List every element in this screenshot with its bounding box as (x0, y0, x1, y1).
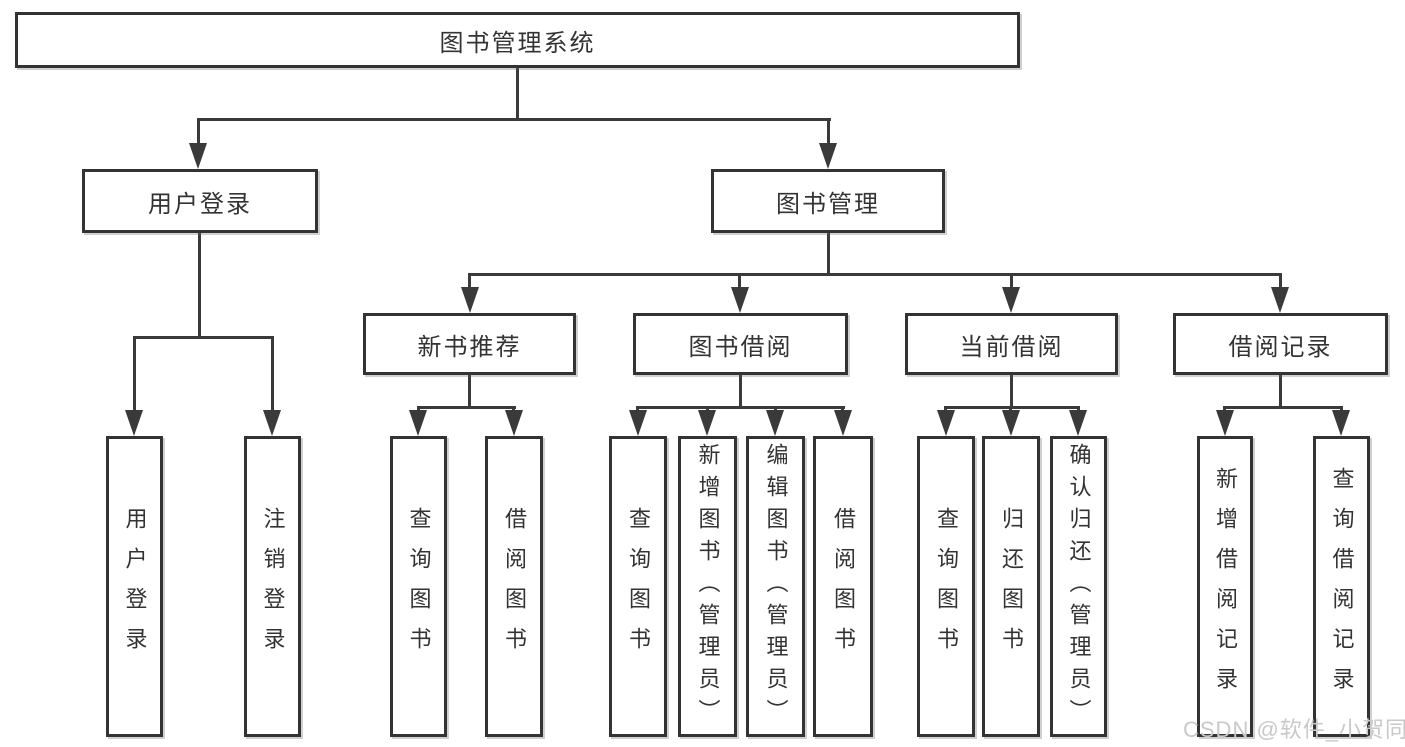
arrow-down-icon (125, 410, 143, 436)
connector-borrowing-stem (739, 375, 742, 409)
leaf-borrow-books-recommend: 借阅图书 (485, 436, 543, 737)
leaf-query-books-borrowing: 查询图书 (609, 436, 667, 737)
connector-current-stem (1010, 375, 1013, 409)
leaf-query-books-borrowing-label: 查询图书 (626, 506, 651, 667)
leaf-edit-book-admin-label: 编辑图书（管理员） (763, 442, 789, 731)
connector-user-login-stem (198, 233, 201, 339)
leaf-logout: 注销登录 (244, 436, 301, 737)
node-borrowing-records: 借阅记录 (1173, 313, 1388, 375)
arrow-down-icon (1069, 410, 1087, 436)
connector-drop-leaf (271, 336, 274, 414)
connector-recommend-stem (468, 375, 471, 409)
node-user-login-label: 用户登录 (148, 190, 252, 218)
node-current-borrowing: 当前借阅 (905, 313, 1118, 375)
connector-recommend-hline (417, 406, 516, 409)
leaf-add-book-admin: 新增图书（管理员） (678, 436, 737, 737)
leaf-edit-book-admin: 编辑图书（管理员） (746, 436, 805, 737)
arrow-down-icon (461, 287, 479, 313)
leaf-query-books-current: 查询图书 (917, 436, 975, 737)
connector-user-login-hline (133, 336, 274, 339)
leaf-query-books-recommend-label: 查询图书 (406, 506, 432, 667)
connector-drop-leaf (133, 336, 136, 414)
node-book-management: 图书管理 (711, 169, 945, 233)
arrow-down-icon (409, 410, 427, 436)
leaf-query-books-current-label: 查询图书 (934, 506, 959, 667)
arrow-down-icon (819, 143, 837, 169)
leaf-query-books-recommend: 查询图书 (390, 436, 447, 737)
leaf-query-borrow-record: 查询借阅记录 (1313, 436, 1370, 737)
leaf-add-borrow-record-label: 新增借阅记录 (1213, 466, 1238, 707)
arrow-down-icon (1332, 410, 1350, 436)
leaf-return-book: 归还图书 (982, 436, 1040, 737)
connector-records-stem (1279, 375, 1282, 409)
leaf-add-book-admin-label: 新增图书（管理员） (695, 442, 721, 731)
arrow-down-icon (834, 410, 852, 436)
arrow-down-icon (1002, 410, 1020, 436)
arrow-down-icon (189, 143, 207, 169)
connector-drop-level2 (1010, 273, 1013, 291)
connector-records-hline (1223, 406, 1343, 409)
leaf-user-login: 用户登录 (106, 436, 163, 737)
leaf-add-borrow-record: 新增借阅记录 (1197, 436, 1253, 737)
leaf-confirm-return-admin-label: 确认归还（管理员） (1066, 442, 1092, 731)
node-new-book-recommend: 新书推荐 (363, 313, 576, 375)
connector-book-management-stem (827, 233, 830, 276)
leaf-borrow-books-borrowing: 借阅图书 (813, 436, 873, 737)
connector-drop-book-management (827, 118, 830, 150)
arrow-down-icon (1002, 287, 1020, 313)
node-borrowing-records-label: 借阅记录 (1228, 333, 1333, 361)
node-new-book-recommend-label: 新书推荐 (417, 333, 522, 361)
leaf-borrow-books-borrowing-label: 借阅图书 (831, 506, 856, 667)
leaf-logout-label: 注销登录 (260, 506, 286, 667)
arrow-down-icon (766, 410, 784, 436)
connector-drop-level2 (1279, 273, 1282, 291)
arrow-down-icon (937, 410, 955, 436)
node-user-login: 用户登录 (82, 169, 318, 233)
arrow-down-icon (505, 410, 523, 436)
arrow-down-icon (698, 410, 716, 436)
leaf-confirm-return-admin: 确认归还（管理员） (1050, 436, 1107, 737)
node-book-borrowing: 图书借阅 (633, 313, 848, 375)
arrow-down-icon (1271, 287, 1289, 313)
arrow-down-icon (263, 410, 281, 436)
node-current-borrowing-label: 当前借阅 (959, 333, 1064, 361)
node-root-label: 图书管理系统 (439, 29, 596, 57)
leaf-query-borrow-record-label: 查询借阅记录 (1329, 466, 1355, 707)
connector-level1-hline (197, 118, 831, 121)
leaf-return-book-label: 归还图书 (999, 506, 1024, 667)
watermark: CSDN @软件_小贺同学 (1183, 717, 1405, 742)
connector-drop-user-login (197, 118, 200, 150)
arrow-down-icon (629, 410, 647, 436)
connector-drop-level2 (738, 273, 741, 291)
leaf-user-login-label: 用户登录 (122, 506, 148, 667)
node-book-borrowing-label: 图书借阅 (688, 333, 793, 361)
connector-borrowing-hline (636, 406, 845, 409)
arrow-down-icon (731, 287, 749, 313)
leaf-borrow-books-recommend-label: 借阅图书 (502, 506, 527, 667)
connector-level2-hline (468, 273, 1282, 276)
arrow-down-icon (1216, 410, 1234, 436)
connector-root-stem (516, 66, 519, 120)
node-book-management-label: 图书管理 (776, 190, 880, 218)
connector-current-hline (944, 406, 1080, 409)
connector-drop-level2 (468, 273, 471, 291)
node-root: 图书管理系统 (15, 12, 1020, 68)
